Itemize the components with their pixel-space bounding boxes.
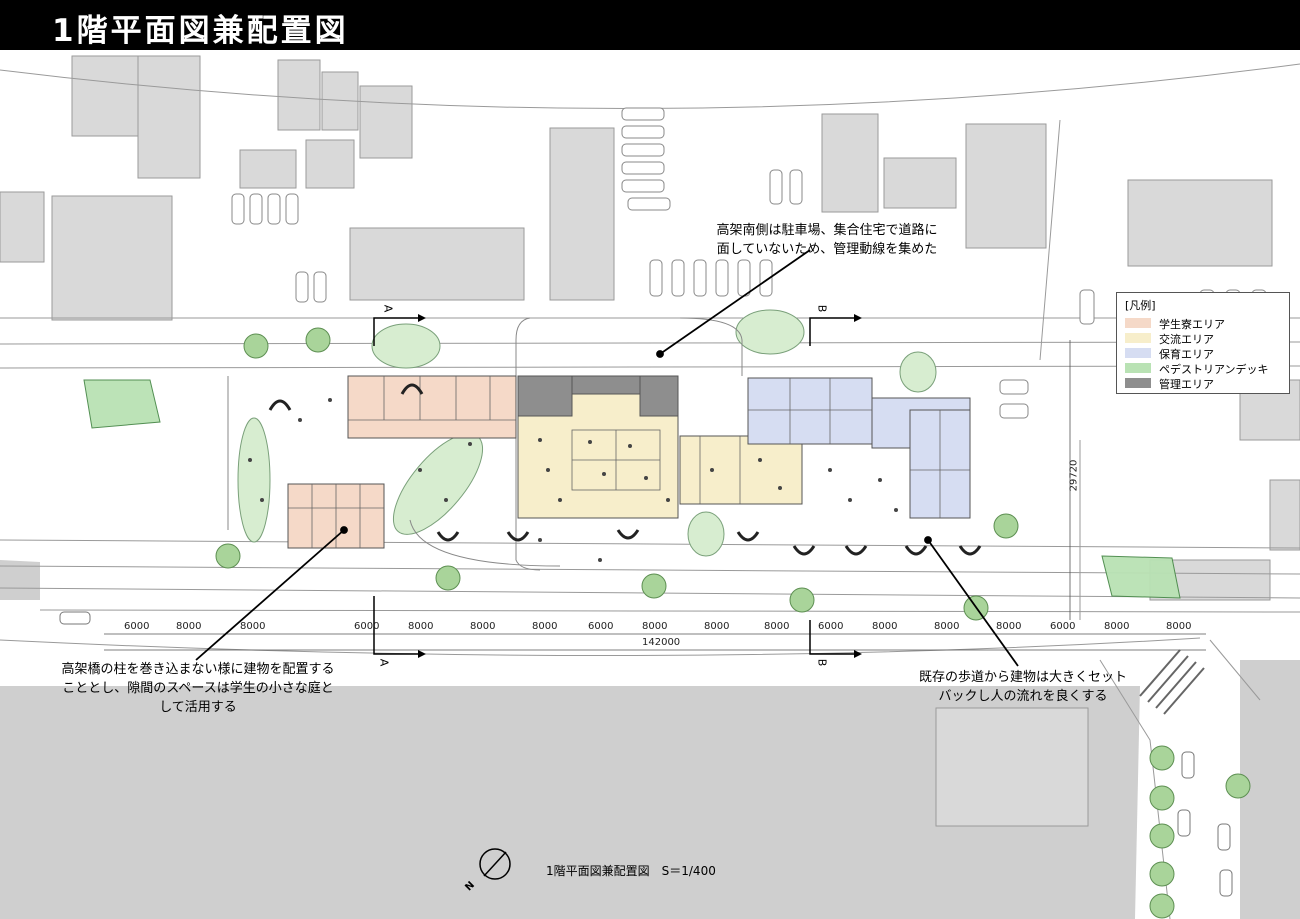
legend-swatch bbox=[1125, 348, 1151, 358]
parking-stalls bbox=[231, 107, 1267, 419]
legend-label: 学生寮エリア bbox=[1159, 318, 1225, 331]
title-bar: 1階平面図兼配置図 bbox=[0, 0, 1300, 50]
dim-span: 8000 bbox=[642, 621, 668, 632]
dim-side: 29720 bbox=[1068, 459, 1080, 492]
dim-span: 6000 bbox=[354, 621, 380, 632]
legend-label: 交流エリア bbox=[1159, 333, 1214, 346]
dim-span: 8000 bbox=[408, 621, 434, 632]
section-mark-b-bottom: B bbox=[815, 658, 829, 667]
dim-span: 8000 bbox=[176, 621, 202, 632]
admin-zone-2 bbox=[571, 375, 641, 395]
legend-label: 保育エリア bbox=[1159, 348, 1214, 361]
legend: [凡例] 学生寮エリア 交流エリア 保育エリア ペデストリアンデッキ 管理エリア bbox=[1116, 292, 1290, 394]
legend-swatch bbox=[1125, 378, 1151, 388]
dim-span: 8000 bbox=[872, 621, 898, 632]
site-plan-drawing bbox=[0, 55, 1300, 919]
admin-zone-1 bbox=[517, 375, 573, 417]
note-columns: 高架橋の柱を巻き込まない様に建物を配置する こととし、隙間のスペースは学生の小さ… bbox=[28, 660, 368, 717]
elevated-piers bbox=[268, 383, 982, 556]
dim-span: 8000 bbox=[240, 621, 266, 632]
note-line: こととし、隙間のスペースは学生の小さな庭と bbox=[62, 681, 334, 696]
leader-lines bbox=[195, 249, 1019, 667]
dim-span: 8000 bbox=[764, 621, 790, 632]
dim-span: 6000 bbox=[588, 621, 614, 632]
section-mark-a-bottom: A bbox=[377, 658, 391, 667]
exchange-east-zone bbox=[679, 435, 803, 505]
green-lawns bbox=[237, 309, 937, 557]
section-arrowheads bbox=[418, 314, 862, 658]
dim-span: 6000 bbox=[1050, 621, 1076, 632]
dim-span: 8000 bbox=[1104, 621, 1130, 632]
note-south-side: 高架南側は駐車場、集合住宅で道路に 面していないため、管理動線を集めた bbox=[692, 221, 962, 259]
note-line: 高架南側は駐車場、集合住宅で道路に bbox=[716, 223, 938, 238]
legend-label: ペデストリアンデッキ bbox=[1159, 363, 1269, 376]
dim-total: 142000 bbox=[642, 637, 681, 648]
legend-label: 管理エリア bbox=[1159, 378, 1214, 391]
cars bbox=[59, 611, 1233, 897]
north-arrow-symbol bbox=[479, 848, 511, 880]
drawing-caption: 1階平面図兼配置図 S＝1/400 bbox=[546, 864, 716, 878]
crosswalk bbox=[1139, 649, 1205, 715]
plaza-outlines bbox=[227, 317, 743, 571]
dimension-lines bbox=[104, 340, 1206, 651]
ground-areas bbox=[0, 560, 1300, 919]
building-zones bbox=[287, 375, 971, 549]
legend-swatch bbox=[1125, 318, 1151, 328]
dim-span: 8000 bbox=[704, 621, 730, 632]
interior-walls bbox=[288, 376, 970, 548]
dorm-north-zone bbox=[347, 375, 517, 439]
note-line: バックし人の流れを良くする bbox=[938, 689, 1108, 704]
note-line: 面していないため、管理動線を集めた bbox=[716, 242, 938, 257]
dim-span: 6000 bbox=[818, 621, 844, 632]
section-mark-a-top: A bbox=[381, 304, 395, 313]
note-line: 高架橋の柱を巻き込まない様に建物を配置する bbox=[61, 662, 335, 677]
dim-span: 8000 bbox=[1166, 621, 1192, 632]
legend-swatch bbox=[1125, 333, 1151, 343]
admin-zone-3 bbox=[639, 375, 679, 417]
note-setback: 既存の歩道から建物は大きくセット バックし人の流れを良くする bbox=[892, 668, 1154, 706]
dim-span: 8000 bbox=[470, 621, 496, 632]
section-mark-b-top: B bbox=[815, 304, 829, 313]
furniture-marks bbox=[248, 398, 898, 562]
nursery-west-zone bbox=[747, 377, 873, 445]
trees bbox=[215, 327, 1251, 919]
dim-span: 8000 bbox=[934, 621, 960, 632]
note-line: 既存の歩道から建物は大きくセット bbox=[918, 670, 1127, 685]
dim-span: 6000 bbox=[124, 621, 150, 632]
context-buildings bbox=[0, 55, 1300, 827]
note-line: して活用する bbox=[159, 700, 237, 715]
legend-swatch bbox=[1125, 363, 1151, 373]
legend-title: [凡例] bbox=[1125, 299, 1156, 312]
pedestrian-decks bbox=[83, 379, 1181, 599]
section-cut-lines bbox=[373, 317, 854, 655]
dim-span: 8000 bbox=[532, 621, 558, 632]
page-title: 1階平面図兼配置図 bbox=[52, 13, 349, 49]
dim-span: 8000 bbox=[996, 621, 1022, 632]
